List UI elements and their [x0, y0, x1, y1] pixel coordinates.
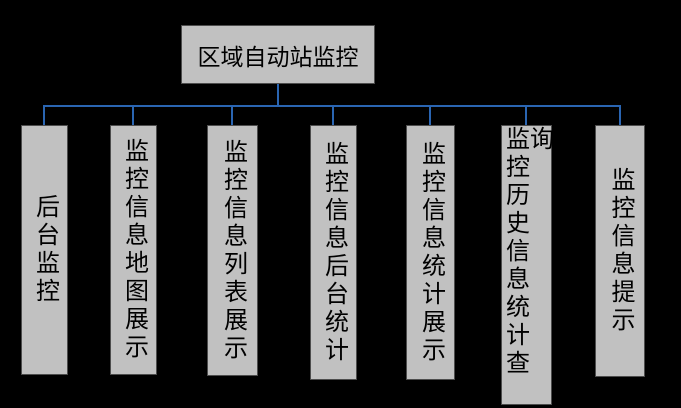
node-monitoring-info-map-display: 监控信息地图展示: [110, 125, 157, 375]
node-regional-auto-station-monitoring: 区域自动站监控: [181, 25, 375, 84]
node-backend-monitoring: 后台监控: [21, 125, 68, 375]
connector-root-stem: [277, 84, 279, 105]
node-monitoring-info-list-display: 监控信息列表展示: [207, 125, 258, 376]
connector-stem-3: [231, 105, 233, 125]
node-monitoring-info-backend-statistics: 监控信息后台统计: [310, 125, 357, 380]
connector-stem-5: [429, 105, 431, 125]
connector-stem-1: [43, 105, 45, 125]
node-monitoring-history-info-statistics-query: 监控历史信息统计查询: [501, 125, 552, 405]
connector-stem-6: [525, 105, 527, 125]
node-label: 监控信息统计展示: [417, 140, 444, 365]
node-label: 监控信息列表展示: [219, 138, 246, 363]
node-label: 监控信息地图展示: [120, 138, 147, 362]
connector-stem-2: [132, 105, 134, 125]
node-monitoring-info-alert: 监控信息提示: [595, 125, 645, 377]
connector-stem-7: [619, 105, 621, 125]
root-node-label: 区域自动站监控: [197, 44, 359, 70]
node-label: 监控历史信息统计查询: [501, 126, 552, 378]
node-label: 监控信息后台统计: [320, 140, 347, 365]
node-label: 后台监控: [31, 194, 58, 306]
node-label: 监控信息提示: [607, 167, 633, 335]
connector-stem-4: [332, 105, 334, 125]
node-monitoring-info-statistics-display: 监控信息统计展示: [406, 125, 455, 380]
